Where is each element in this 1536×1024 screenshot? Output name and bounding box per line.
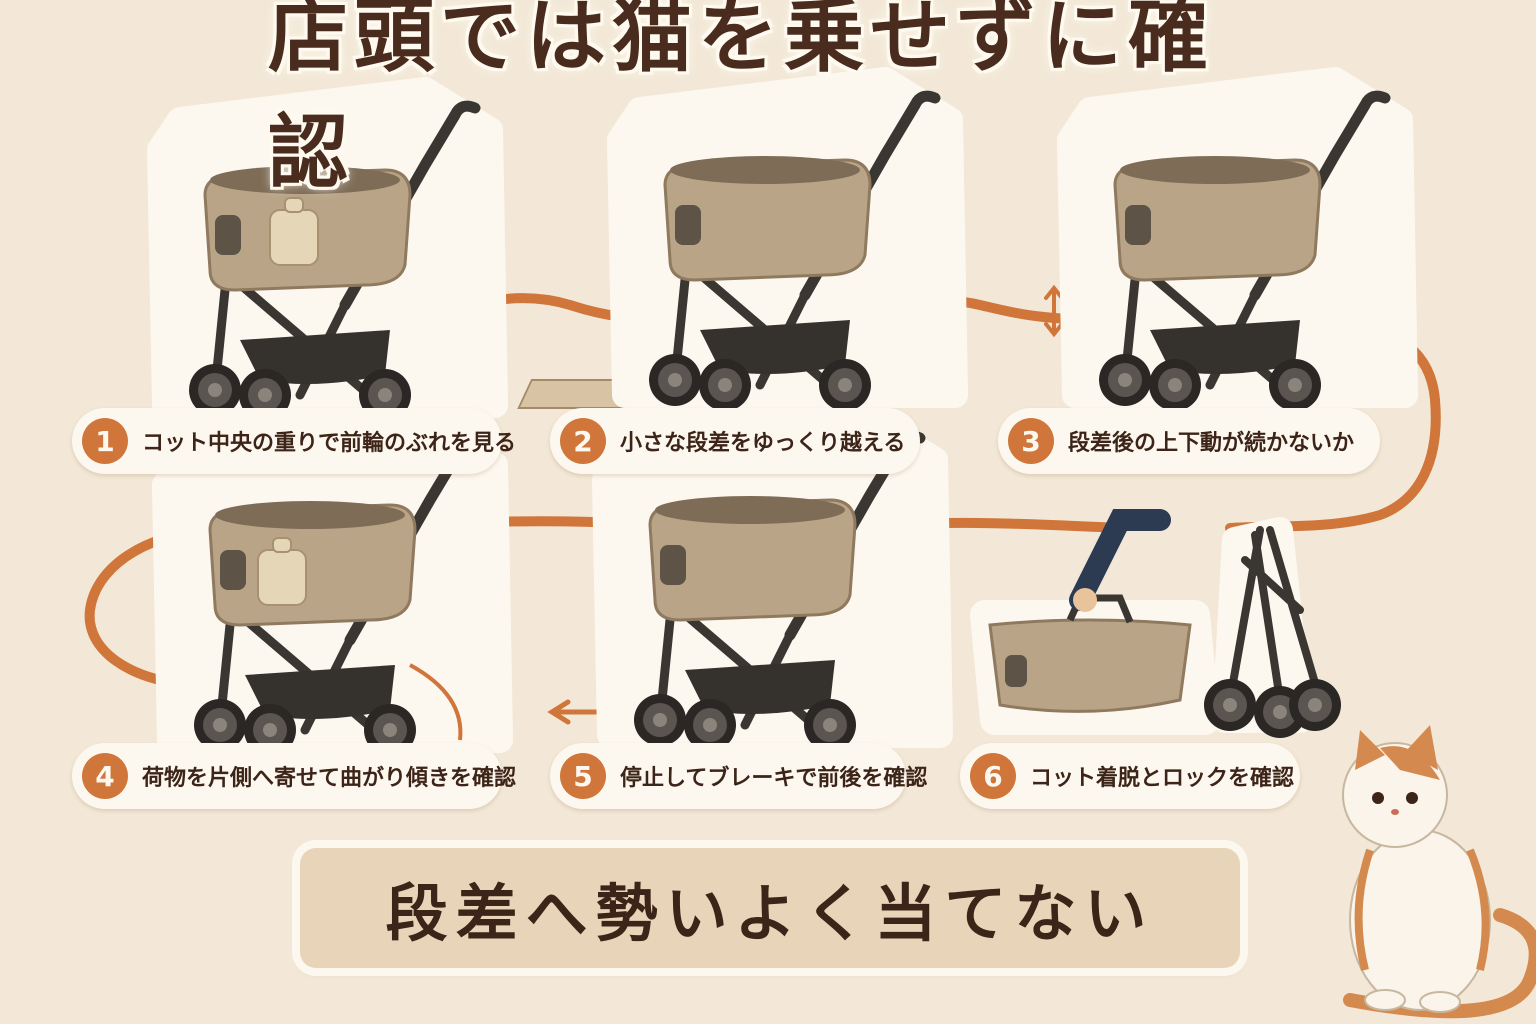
step-2-number: 2 — [560, 418, 606, 464]
step-3-label: 3 段差後の上下動が続かないか — [998, 408, 1380, 474]
stroller-step-6 — [970, 509, 1341, 738]
step-1-number: 1 — [82, 418, 128, 464]
warning-banner: 段差へ勢いよく当てない — [300, 848, 1240, 968]
step-5-number: 5 — [560, 753, 606, 799]
stroller-step-1 — [160, 90, 495, 421]
step-5-text: 停止してブレーキで前後を確認 — [620, 766, 928, 791]
step-3-number: 3 — [1008, 418, 1054, 464]
stroller-step-4 — [165, 425, 500, 756]
progress-path — [84, 293, 1441, 690]
updown-arrow-icon — [1044, 284, 1064, 338]
step-5-label: 5 停止してブレーキで前後を確認 — [550, 743, 927, 809]
step-2-label: 2 小さな段差をゆっくり越える — [550, 408, 920, 474]
step-1-text: コット中央の重りで前輪のぶれを見る — [142, 431, 517, 456]
step-2-text: 小さな段差をゆっくり越える — [620, 431, 906, 456]
step-4-text: 荷物を片側へ寄せて曲がり傾きを確認 — [142, 766, 517, 791]
cat-illustration — [1342, 725, 1536, 1019]
step-6-text: コット着脱とロックを確認 — [1030, 766, 1295, 791]
step-3-text: 段差後の上下動が続かないか — [1068, 431, 1355, 456]
page-title: 店頭では猫を乗せずに確認 — [268, 0, 1214, 199]
step-1-label: 1 コット中央の重りで前輪のぶれを見る — [72, 408, 516, 474]
step-4-number: 4 — [82, 753, 128, 799]
step-6-label: 6 コット着脱とロックを確認 — [960, 743, 1300, 809]
step-6-number: 6 — [970, 753, 1016, 799]
step-4-label: 4 荷物を片側へ寄せて曲がり傾きを確認 — [72, 743, 516, 809]
